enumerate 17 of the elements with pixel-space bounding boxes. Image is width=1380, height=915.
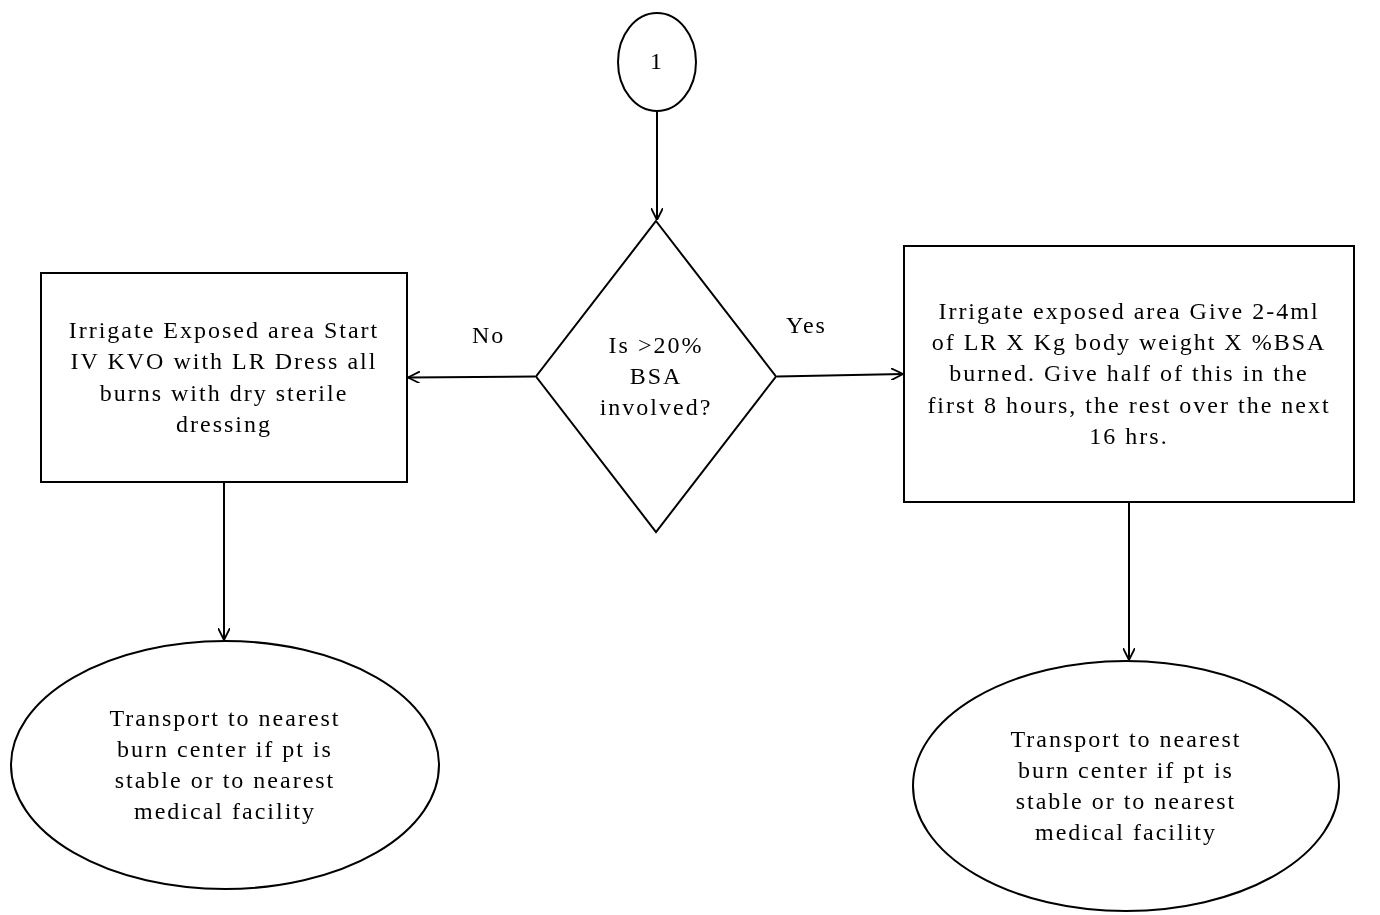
node-text: Transport to nearest burn center if pt is stable or to nearest medical facility bbox=[1009, 724, 1243, 848]
connector-circle bbox=[617, 12, 697, 112]
arrow bbox=[407, 370, 536, 385]
decision-diamond bbox=[535, 220, 777, 533]
node-text: Transport to nearest burn center if pt is stable or to nearest medical facility bbox=[108, 703, 342, 827]
terminal-ellipse bbox=[10, 640, 440, 890]
arrow bbox=[1122, 502, 1136, 661]
arrow bbox=[650, 111, 664, 221]
arrow bbox=[217, 482, 231, 641]
process-box bbox=[40, 272, 408, 483]
process-box bbox=[903, 245, 1355, 503]
node-text: Irrigate Exposed area Start IV KVO with LR Dress all burns with dry sterile dressing bbox=[67, 316, 381, 439]
arrow bbox=[776, 367, 904, 382]
node-text: Irrigate exposed area Give 2-4ml of LR X Kg body weight X %BSA burned. Give half of this in the first 8 hours, the rest over the next 16 hrs. bbox=[927, 297, 1331, 451]
terminal-ellipse bbox=[912, 660, 1340, 912]
node-text: Is >20% BSA involved? bbox=[598, 330, 714, 423]
node-text: 1 bbox=[650, 47, 664, 77]
